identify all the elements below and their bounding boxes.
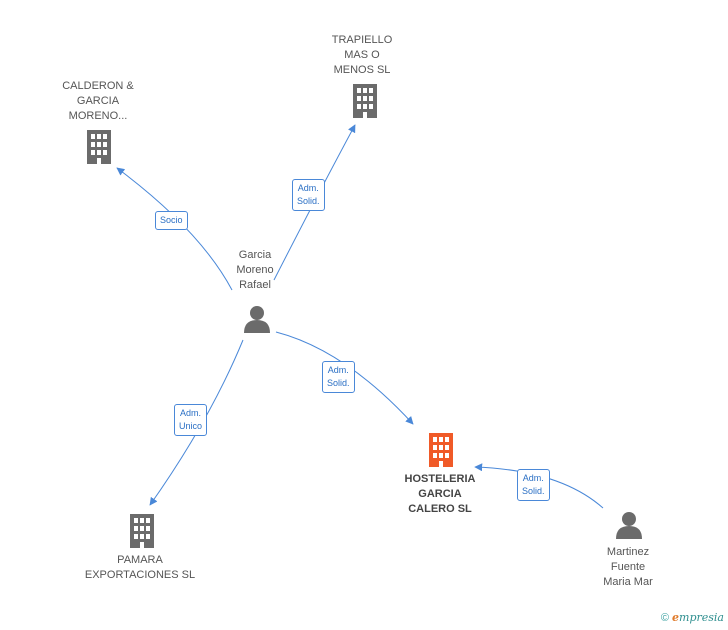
building-icon-hosteleria[interactable]: [429, 433, 453, 467]
building-icon-pamara[interactable]: [130, 514, 154, 548]
node-label-martinez[interactable]: Martinez Fuente Maria Mar: [603, 546, 653, 588]
footer-brand: © empresia: [661, 611, 724, 624]
person-icon-rafael[interactable]: [244, 306, 270, 333]
edge-label-adm-hosteleria: Adm. Solid.: [322, 361, 355, 393]
edge-label-adm-pamara: Adm. Unico: [174, 404, 208, 436]
node-label-calderon[interactable]: CALDERON & GARCIA MORENO...: [62, 80, 134, 122]
node-label-hosteleria[interactable]: HOSTELERIA GARCIA CALERO SL: [404, 473, 476, 515]
node-label-pamara[interactable]: PAMARA EXPORTACIONES SL: [84, 554, 196, 581]
node-label-trapiello[interactable]: TRAPIELLO MAS O MENOS SL: [331, 34, 393, 76]
brand-logo: empresia: [672, 611, 724, 624]
copyright-symbol: ©: [660, 612, 669, 624]
edges: [116, 124, 604, 509]
node-label-rafael[interactable]: Garcia Moreno Rafael: [236, 249, 274, 291]
edge-label-adm-trapiello: Adm. Solid.: [292, 179, 325, 211]
building-icon-trapiello[interactable]: [353, 84, 377, 118]
edge-socio: [116, 167, 233, 291]
edge-label-adm-martinez: Adm. Solid.: [517, 469, 550, 501]
person-icon-martinez[interactable]: [616, 512, 642, 539]
building-icon-calderon[interactable]: [87, 130, 111, 164]
edge-label-socio: Socio: [155, 211, 188, 230]
